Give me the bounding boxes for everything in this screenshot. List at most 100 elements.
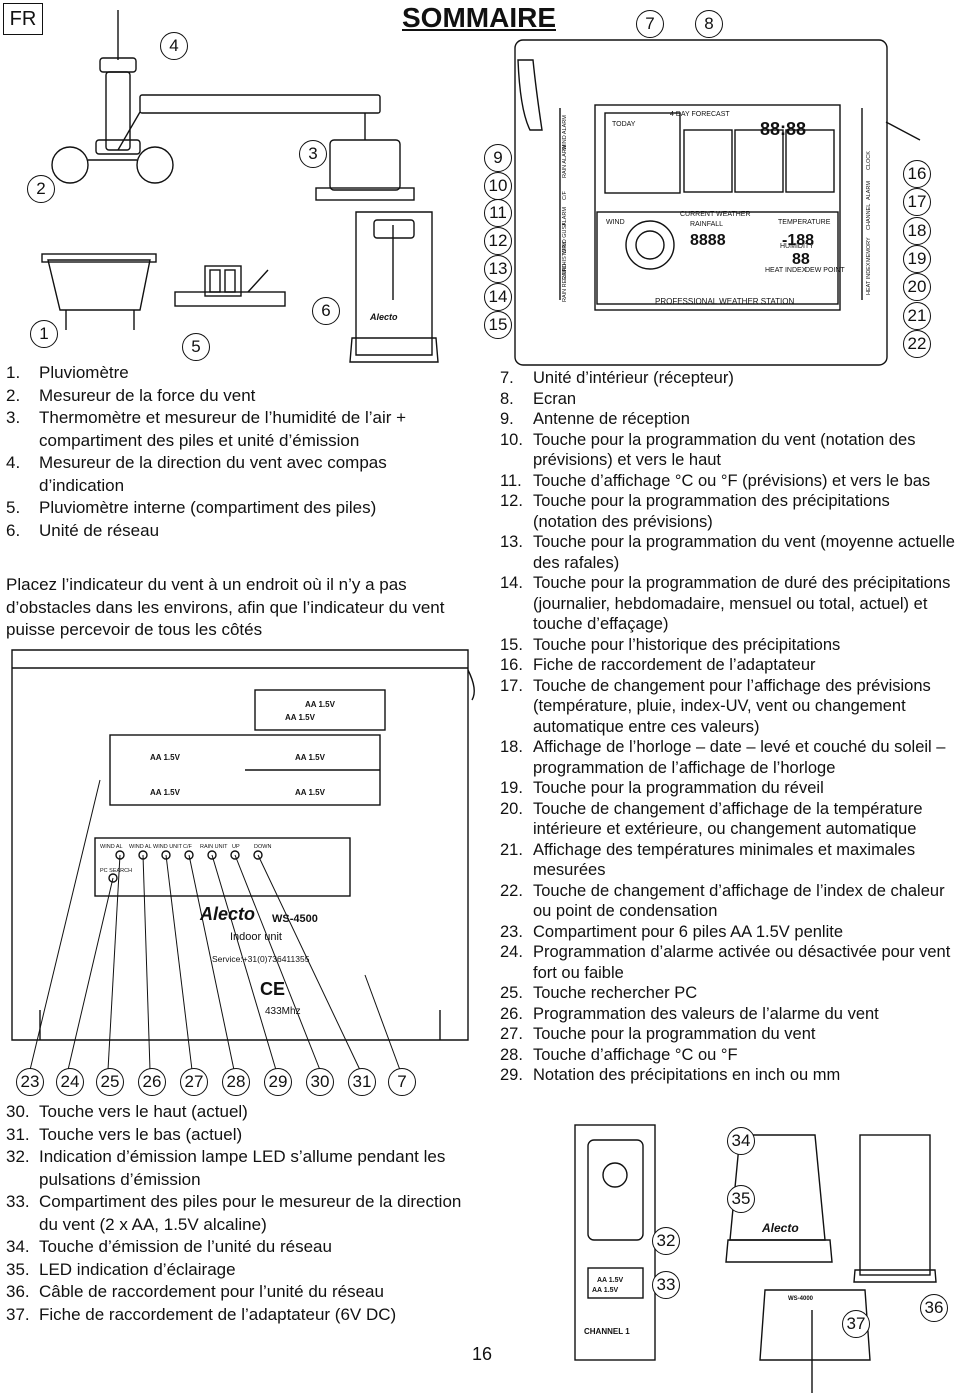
callout-20: 20 <box>903 273 931 301</box>
station-rainfall-label: RAINFALL <box>690 221 723 228</box>
callout-9: 9 <box>484 144 512 172</box>
backpanel-service: Service:+31(0)736411355 <box>212 954 310 964</box>
parts-list-left: 1.Pluviomètre 2.Mesureur de la force du … <box>6 362 446 542</box>
list-item: 24.Programmation d’alarme activée ou dés… <box>500 943 951 982</box>
station-right-key[interactable]: MEMORY <box>866 237 872 262</box>
callout-16: 16 <box>903 160 931 188</box>
callout-1: 1 <box>30 320 58 348</box>
parts-list-bottom: 30.Touche vers le haut (actuel) 31.Touch… <box>6 1101 466 1326</box>
rain-gauge-illustration <box>41 253 157 330</box>
backpanel-model: WS-4500 <box>272 913 318 925</box>
placement-note: Placez l’indicateur du vent à un endroit… <box>6 575 445 639</box>
station-temp-digits: -188 <box>782 232 814 249</box>
battery-label: AA 1.5V <box>150 788 181 797</box>
list-item: 18.Affichage de l’horloge – date – levé … <box>500 738 946 777</box>
ce-mark: CE <box>260 979 285 999</box>
list-item: 3.Thermomètre et mesureur de l’humidité … <box>6 408 407 450</box>
station-left-key[interactable]: C/F <box>562 191 568 201</box>
sensor-brand: Alecto <box>761 1221 799 1235</box>
page-title: SOMMAIRE <box>402 2 556 33</box>
station-right-key[interactable]: CHANNEL <box>866 204 872 230</box>
sensor-battery-label: AA 1.5V <box>597 1277 624 1284</box>
callout-11: 11 <box>484 199 512 227</box>
backpanel-button-label[interactable]: WIND AL <box>129 844 152 850</box>
callout-28: 28 <box>222 1068 250 1096</box>
station-right-key[interactable]: ALARM <box>866 181 872 200</box>
callout-22: 22 <box>903 330 931 358</box>
station-temperature-label: TEMPERATURE <box>778 219 831 226</box>
list-item: 22.Touche de changement d’affichage de l… <box>500 881 945 921</box>
station-today-label: TODAY <box>612 121 636 128</box>
callout-23: 23 <box>16 1068 44 1096</box>
list-item: 25.Touche rechercher PC <box>500 984 698 1002</box>
backpanel-leader-lines <box>29 779 401 1071</box>
callout-10: 10 <box>484 172 512 200</box>
backpanel-button-label[interactable]: WIND AL <box>100 844 123 850</box>
wind-vane-illustration <box>51 10 415 201</box>
list-item: 1.Pluviomètre <box>6 363 129 382</box>
callout-7b: 7 <box>388 1068 416 1096</box>
callout-13: 13 <box>484 255 512 283</box>
list-item: 36.Câble de raccordement pour l’unité du… <box>6 1282 384 1301</box>
station-left-key[interactable]: RAIN RECORD <box>562 263 568 302</box>
backpanel-button-label[interactable]: DOWN <box>254 844 271 850</box>
list-item: 14.Touche pour la programmation de duré … <box>500 574 951 633</box>
callout-34: 34 <box>727 1127 755 1155</box>
transmitter-illustration <box>574 1124 937 1393</box>
list-item: 32.Indication d’émission lampe LED s’all… <box>6 1147 446 1189</box>
sensor-battery-label: AA 1.5V <box>592 1287 619 1294</box>
callout-12: 12 <box>484 227 512 255</box>
sensor-channel-label: CHANNEL 1 <box>584 1327 630 1336</box>
list-item: 4.Mesureur de la direction du vent avec … <box>6 453 387 495</box>
list-item: 28. Touche d’affichage °C ou °F <box>500 1045 738 1064</box>
callout-17: 17 <box>903 188 931 216</box>
list-item: 21.Affichage des températures minimales … <box>500 840 916 880</box>
callout-33: 33 <box>652 1271 680 1299</box>
list-item: 11.Touche d’affichage °C ou °F (prévisio… <box>500 471 931 490</box>
callout-6: 6 <box>312 297 340 325</box>
station-right-key[interactable]: CLOCK <box>866 151 872 170</box>
network-brand: Alecto <box>369 312 398 322</box>
callout-26: 26 <box>138 1068 166 1096</box>
list-item: 30.Touche vers le haut (actuel) <box>6 1102 248 1121</box>
backpanel-button-label[interactable]: UP <box>232 844 240 850</box>
station-right-key[interactable]: HEAT INDEX <box>866 262 872 295</box>
station-dew-point-label: DEW POINT <box>805 267 845 274</box>
station-wind-label: WIND <box>606 219 625 226</box>
station-left-key[interactable]: RAIN ALARM <box>562 144 568 178</box>
backpanel-button-label[interactable]: RAIN UNIT <box>200 844 228 850</box>
list-item: 35.LED indication d’éclairage <box>6 1259 236 1279</box>
backpanel-unit: Indoor unit <box>230 931 282 943</box>
battery-label: AA 1.5V <box>305 700 336 709</box>
station-left-key[interactable]: RAIN HISTORY <box>562 241 568 280</box>
callout-31: 31 <box>348 1068 376 1096</box>
weather-station-front <box>514 39 921 366</box>
list-item: 33.Compartiment des piles pour le mesure… <box>6 1192 462 1234</box>
list-item: 5.Pluviomètre interne (compartiment des … <box>6 498 377 517</box>
list-item: 9.Antenne de réception <box>500 410 690 428</box>
callout-32: 32 <box>652 1227 680 1255</box>
callout-3: 3 <box>299 140 327 168</box>
backpanel-button-label[interactable]: WIND UNIT <box>153 844 183 850</box>
list-item: 37.Fiche de raccordement de l’adaptateur… <box>6 1304 397 1324</box>
backpanel-button-label[interactable]: C/F <box>183 844 193 850</box>
list-item: 13.Touche pour la programmation du vent … <box>500 533 955 572</box>
list-item: 27.Touche pour la programmation du vent <box>500 1025 816 1043</box>
station-left-key[interactable]: WIND ALARM <box>562 115 568 150</box>
backpanel-illustration <box>11 649 475 1041</box>
pc-search-label[interactable]: PC SEARCH <box>100 868 132 874</box>
list-item: 10.Touche pour la programmation du vent … <box>500 430 916 470</box>
list-item: 7.Unité d’intérieur (récepteur) <box>500 369 734 387</box>
callout-15: 15 <box>484 311 512 339</box>
station-current-label: CURRENT WEATHER <box>680 211 751 218</box>
station-left-key[interactable]: ALARM <box>562 207 568 226</box>
thermo-hygro-illustration <box>174 265 286 307</box>
backpanel-frequency: 433Mhz <box>265 1006 301 1017</box>
parts-list-right: 7.Unité d’intérieur (récepteur) 8.Ecran … <box>500 368 956 1086</box>
callout-2: 2 <box>27 175 55 203</box>
list-item: 6.Unité de réseau <box>6 520 160 540</box>
station-left-key[interactable]: WIND GUST <box>562 222 568 254</box>
battery-label: AA 1.5V <box>150 753 181 762</box>
station-rain-digits: 8888 <box>690 232 726 249</box>
callout-36: 36 <box>920 1294 948 1322</box>
